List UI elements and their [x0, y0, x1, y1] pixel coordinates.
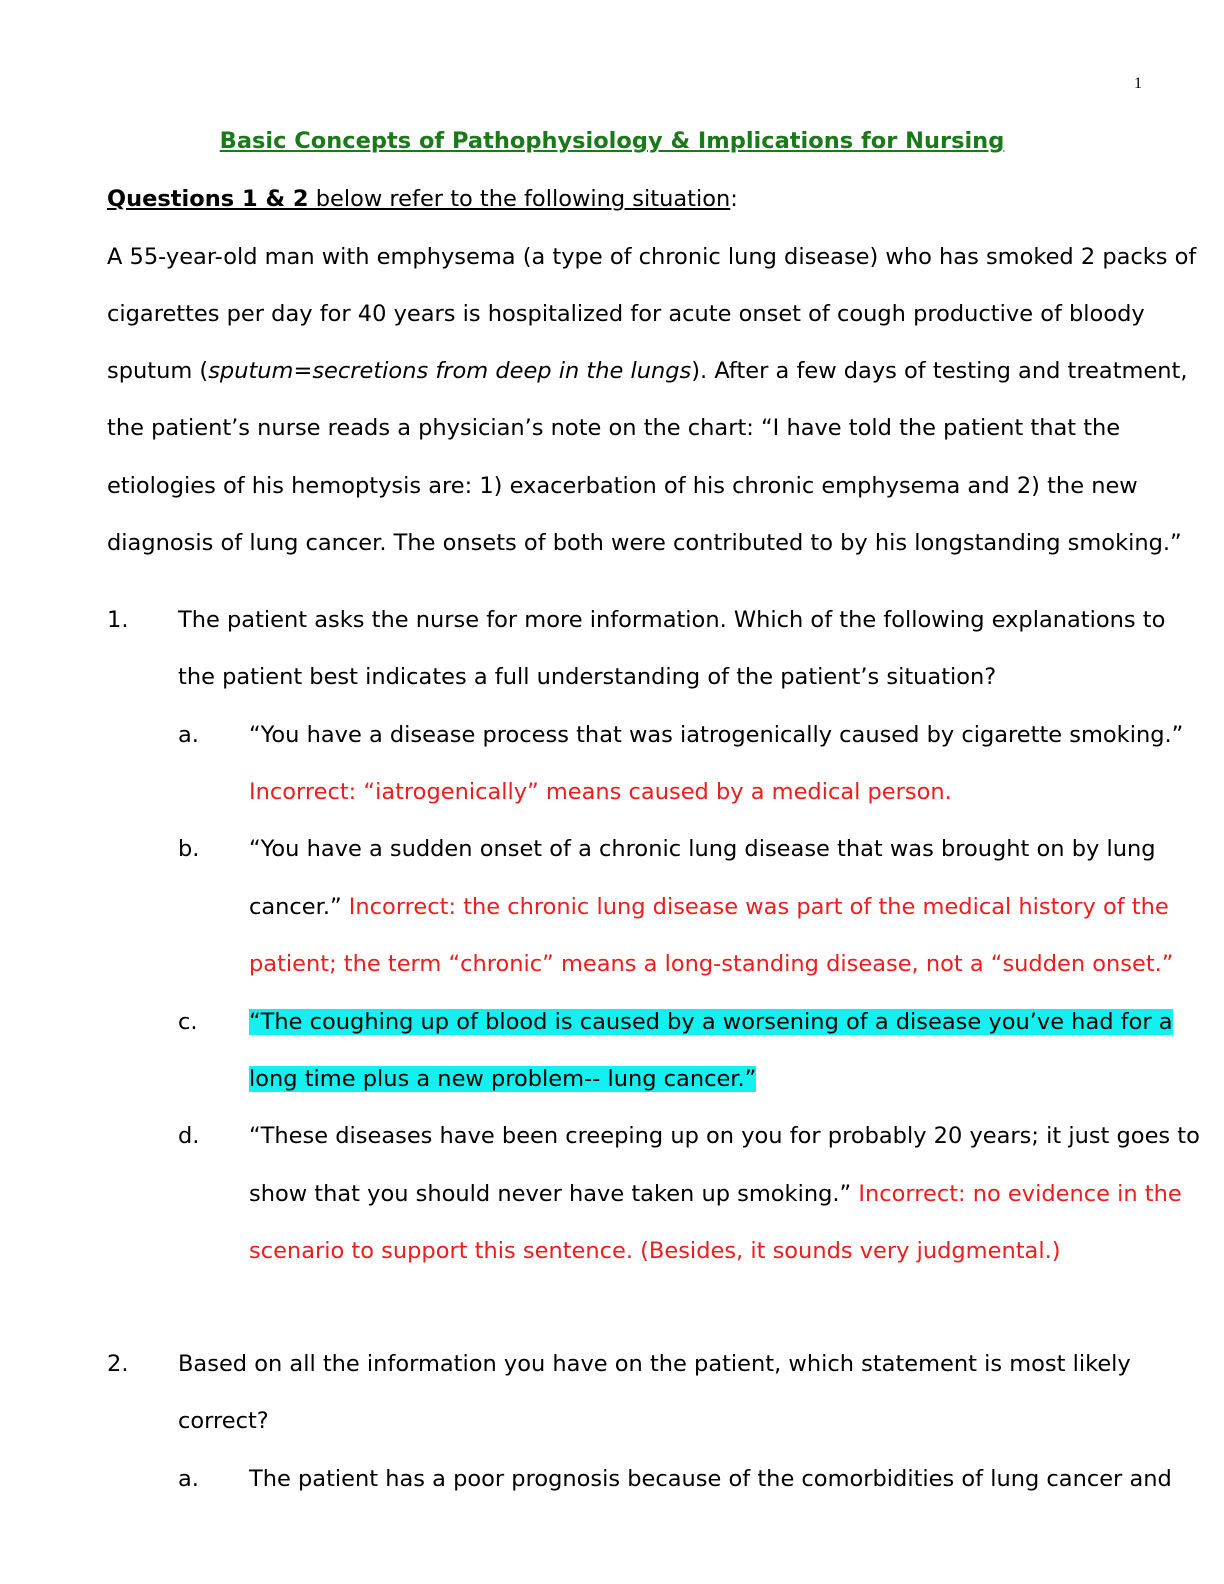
- scenario-line-3-prefix: sputum (: [107, 358, 209, 384]
- q1-option-b-feedback: Incorrect: the chronic lung disease was …: [348, 894, 1169, 920]
- q1-option-a-letter: a.: [178, 722, 199, 748]
- q2-option-a-line-1: The patient has a poor prognosis because…: [249, 1466, 1172, 1492]
- q1-option-b-feedback-cont: patient; the term “chronic” means a long…: [249, 951, 1174, 977]
- question-1-line-2: the patient best indicates a full unders…: [178, 664, 997, 690]
- intro-underlined: below refer to the following situation: [308, 186, 731, 212]
- correct-answer-highlight: long time plus a new problem-- lung canc…: [249, 1066, 757, 1092]
- q1-option-d-feedback-cont: scenario to support this sentence. (Besi…: [249, 1238, 1061, 1264]
- intro-suffix: :: [730, 186, 738, 212]
- q1-option-d-letter: d.: [178, 1123, 200, 1149]
- intro-bold: Questions 1 & 2: [107, 186, 309, 212]
- q1-option-d-text-end: show that you should never have taken up…: [249, 1181, 859, 1207]
- intro-line: Questions 1 & 2 below refer to the follo…: [107, 184, 738, 214]
- q1-option-c-letter: c.: [178, 1009, 198, 1035]
- scenario-line-3-suffix: ). After a few days of testing and treat…: [691, 358, 1188, 384]
- page-number: 1: [1134, 75, 1142, 92]
- question-2-line-1: Based on all the information you have on…: [178, 1351, 1131, 1377]
- q2-option-a-letter: a.: [178, 1466, 199, 1492]
- q1-option-a-text: “You have a disease process that was iat…: [249, 722, 1184, 748]
- sputum-definition: sputum=secretions from deep in the lungs: [208, 358, 692, 384]
- document-title: Basic Concepts of Pathophysiology & Impl…: [219, 128, 1005, 154]
- question-1-number: 1.: [107, 607, 129, 633]
- q1-option-d-line-1: “These diseases have been creeping up on…: [249, 1123, 1200, 1149]
- question-1-line-1: The patient asks the nurse for more info…: [178, 607, 1166, 633]
- q1-option-a-feedback: Incorrect: “iatrogenically” means caused…: [249, 779, 952, 805]
- q1-option-d-line-2: show that you should never have taken up…: [249, 1179, 1182, 1209]
- scenario-line-3: sputum (sputum=secretions from deep in t…: [107, 356, 1188, 386]
- q1-option-b-line-1: “You have a sudden onset of a chronic lu…: [249, 836, 1156, 862]
- q1-option-b-text-end: cancer.”: [249, 894, 349, 920]
- scenario-line-2: cigarettes per day for 40 years is hospi…: [107, 301, 1145, 327]
- q1-option-d-feedback: Incorrect: no evidence in the: [858, 1181, 1182, 1207]
- scenario-line-4: the patient’s nurse reads a physician’s …: [107, 415, 1121, 441]
- scenario-line-5: etiologies of his hemoptysis are: 1) exa…: [107, 473, 1138, 499]
- question-2-line-2: correct?: [178, 1408, 269, 1434]
- scenario-line-1: A 55-year-old man with emphysema (a type…: [107, 244, 1197, 270]
- q1-option-b-line-2: cancer.” Incorrect: the chronic lung dis…: [249, 892, 1169, 922]
- scenario-line-6: diagnosis of lung cancer. The onsets of …: [107, 530, 1182, 556]
- q1-option-c-line-2: long time plus a new problem-- lung canc…: [249, 1064, 757, 1094]
- correct-answer-highlight: “The coughing up of blood is caused by a…: [249, 1009, 1173, 1035]
- q1-option-c-line-1: “The coughing up of blood is caused by a…: [249, 1007, 1173, 1037]
- question-2-number: 2.: [107, 1351, 129, 1377]
- q1-option-b-letter: b.: [178, 836, 200, 862]
